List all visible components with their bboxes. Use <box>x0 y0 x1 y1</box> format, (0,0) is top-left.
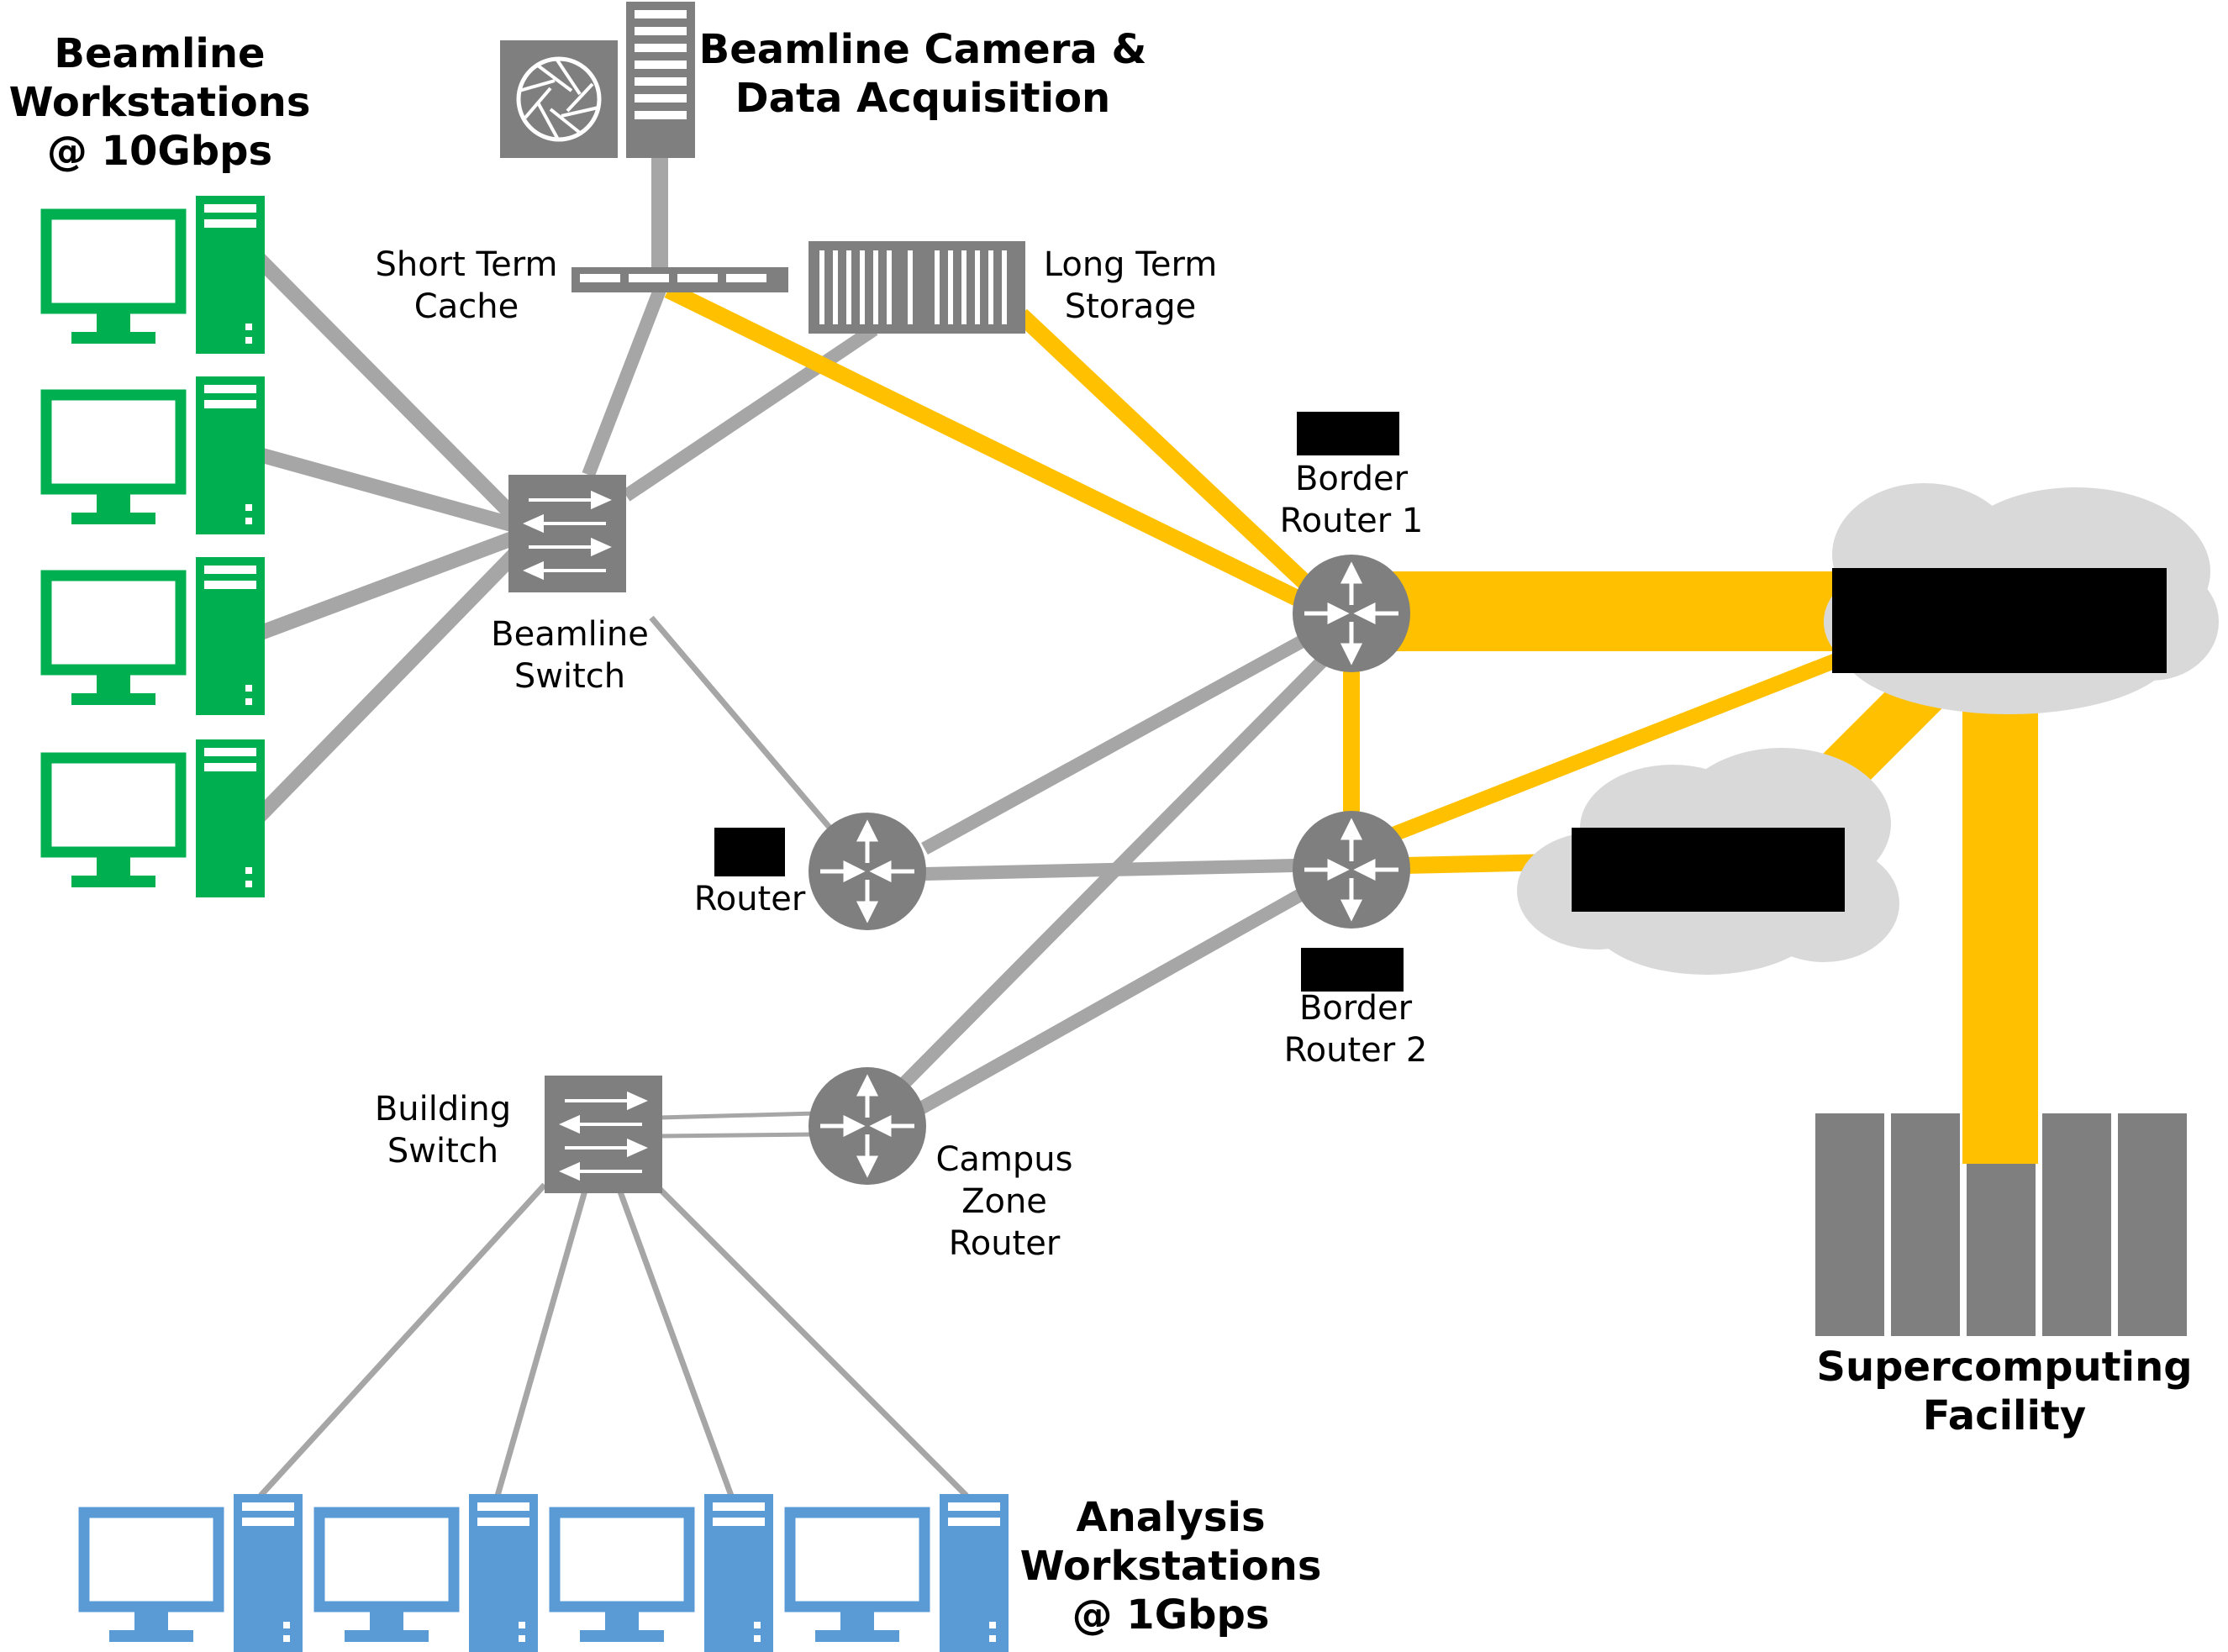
beamline-switch-icon <box>507 473 628 594</box>
svg-text:Border: Border <box>1299 989 1413 1028</box>
svg-text:Router: Router <box>694 880 806 918</box>
redacted-label <box>1572 828 1845 912</box>
beamline-workstations-label: Beamline Workstations @ 10Gbps <box>9 30 311 175</box>
svg-text:Workstations: Workstations <box>9 79 311 126</box>
redacted-label <box>1301 948 1404 992</box>
building-switch-label: Building Switch <box>375 1090 511 1171</box>
supercomputer-uplink-overlay <box>1967 1113 2036 1164</box>
svg-text:Facility: Facility <box>1923 1392 2086 1439</box>
svg-text:Building: Building <box>375 1090 511 1129</box>
beamline-camera-label: Beamline Camera & Data Acquisition <box>699 26 1147 122</box>
svg-text:Beamline: Beamline <box>54 30 265 77</box>
campus-zone-router-label: Campus Zone Router <box>936 1140 1073 1263</box>
svg-text:Data Acquisition: Data Acquisition <box>735 75 1110 122</box>
camera-shutter-icon <box>500 40 618 158</box>
svg-text:@ 1Gbps: @ 1Gbps <box>1072 1591 1270 1639</box>
svg-text:Switch: Switch <box>387 1132 498 1171</box>
supercomputing-facility-label: Supercomputing Facility <box>1816 1344 2192 1439</box>
border-router-1-uplink <box>1378 571 1849 651</box>
svg-text:Workstations: Workstations <box>1020 1543 1322 1590</box>
long-term-storage-label: Long Term Storage <box>1044 245 1217 326</box>
svg-text:@ 10Gbps: @ 10Gbps <box>47 128 272 175</box>
redacted-label <box>1832 568 2167 673</box>
beamline-switch-label: Beamline Switch <box>491 615 649 696</box>
redacted-label <box>1297 412 1399 455</box>
supercomputer-rack-icon <box>1815 1113 2187 1336</box>
router-label: Router <box>694 880 806 918</box>
border-router-2-label: Border Router 2 <box>1284 989 1428 1070</box>
svg-text:Border: Border <box>1295 460 1409 498</box>
analysis-workstations-label: Analysis Workstations @ 1Gbps <box>1020 1494 1322 1639</box>
server-rack-icon <box>626 2 695 158</box>
border-router-1-icon <box>1293 555 1410 672</box>
svg-text:Zone: Zone <box>961 1182 1047 1221</box>
analysis-workstation <box>555 1494 773 1652</box>
svg-text:Storage: Storage <box>1065 287 1197 326</box>
short-term-cache-icon <box>571 267 788 292</box>
svg-text:Router 1: Router 1 <box>1280 502 1424 540</box>
analysis-workstation <box>319 1494 538 1652</box>
svg-text:Campus: Campus <box>936 1140 1073 1179</box>
svg-text:Cache: Cache <box>414 287 519 326</box>
svg-text:Router: Router <box>949 1224 1061 1263</box>
beamline-workstation <box>46 739 265 897</box>
beamline-workstation <box>46 376 265 534</box>
router-icon <box>809 813 926 930</box>
beamline-workstation <box>46 557 265 715</box>
analysis-workstation <box>84 1494 303 1652</box>
analysis-workstation <box>790 1494 1009 1652</box>
long-term-storage-icon <box>809 241 1025 334</box>
redacted-label <box>714 828 785 876</box>
short-term-cache-label: Short Term Cache <box>375 245 557 326</box>
border-router-1-label: Border Router 1 <box>1280 460 1424 540</box>
supercomputer-uplink <box>1962 693 2038 1164</box>
svg-text:Beamline: Beamline <box>491 615 649 654</box>
svg-text:Router 2: Router 2 <box>1284 1031 1428 1070</box>
svg-text:Long Term: Long Term <box>1044 245 1217 284</box>
beamline-workstation <box>46 196 265 354</box>
border-router-2-icon <box>1293 811 1410 929</box>
svg-text:Supercomputing: Supercomputing <box>1816 1344 2192 1391</box>
svg-text:Switch: Switch <box>514 657 625 696</box>
links-gray <box>250 155 1333 1498</box>
svg-text:Analysis: Analysis <box>1076 1494 1265 1541</box>
svg-text:Beamline Camera &: Beamline Camera & <box>699 26 1147 73</box>
campus-zone-router-icon <box>809 1067 926 1185</box>
svg-text:Short Term: Short Term <box>375 245 557 284</box>
building-switch-icon <box>543 1074 664 1195</box>
